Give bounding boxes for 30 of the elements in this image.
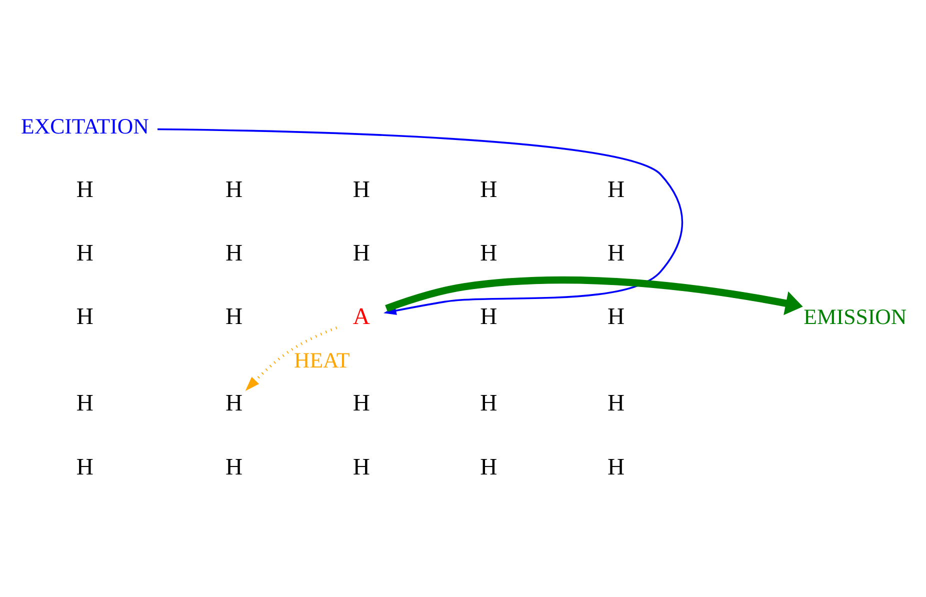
- node-text: H: [352, 390, 370, 417]
- node-text: H: [352, 176, 370, 203]
- node-text: H: [352, 454, 370, 480]
- node-text: H: [607, 176, 625, 203]
- node-text: H: [76, 390, 94, 417]
- node-text: H: [480, 304, 498, 330]
- node-text: H: [480, 390, 498, 417]
- node-text: H: [352, 240, 370, 267]
- node-text: H: [607, 304, 625, 330]
- node-text: H: [607, 454, 625, 480]
- node-text: H: [76, 454, 94, 480]
- node-text: H: [607, 390, 625, 417]
- node-text: EXCITATION: [21, 114, 149, 139]
- arrow: [245, 326, 338, 391]
- node-text: H: [480, 176, 498, 203]
- node-text: A: [352, 304, 370, 330]
- node-text: H: [480, 454, 498, 480]
- node-text: H: [76, 176, 94, 203]
- node-text: H: [607, 240, 625, 267]
- node-text: H: [226, 454, 243, 480]
- arrow: [385, 276, 803, 316]
- node-text: H: [76, 304, 94, 330]
- edge-label: HEAT: [294, 348, 350, 372]
- node-text: H: [76, 240, 94, 267]
- node-text: H: [226, 240, 243, 267]
- node-text: EMISSION: [804, 305, 907, 330]
- node-text: H: [226, 176, 243, 203]
- node-text: H: [226, 390, 243, 417]
- node-text: H: [480, 240, 498, 267]
- node-text: H: [226, 304, 243, 330]
